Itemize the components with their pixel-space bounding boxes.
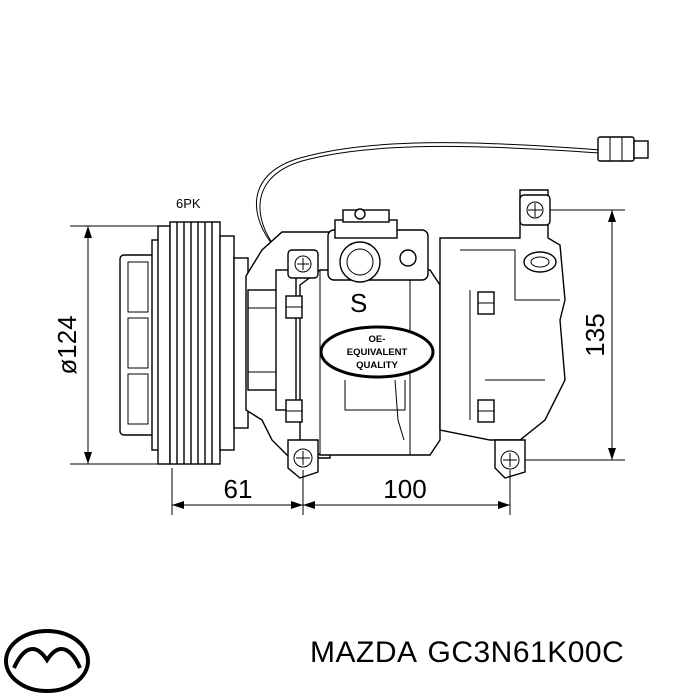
- dimension-diameter: ø124: [52, 225, 160, 465]
- mount-ear-top-left: [287, 249, 319, 279]
- footer-caption: MAZDA GC3N61K00C: [310, 636, 634, 670]
- mount-ear-top-right: [519, 194, 551, 226]
- dimension-bottom: 61 100: [171, 468, 511, 515]
- pulley: [119, 221, 249, 465]
- badge-line-3: QUALITY: [356, 360, 398, 371]
- clutch-symbol: S: [350, 288, 367, 318]
- offset-label: 61: [224, 474, 253, 504]
- badge-line-1: OE-: [369, 334, 386, 345]
- belt-type-label: 6PK: [176, 196, 201, 211]
- top-port: [327, 208, 429, 283]
- brand-name: MAZDA: [310, 636, 418, 669]
- rear-housing: [439, 189, 566, 441]
- wire-connector: [597, 136, 649, 162]
- height-label: 135: [580, 313, 610, 356]
- bolt-heads: [285, 291, 495, 423]
- dimension-height: 135: [525, 209, 625, 461]
- mount-ear-bottom-left: [287, 439, 319, 479]
- diameter-label: ø124: [52, 315, 82, 374]
- mount-ear-bottom-right: [494, 439, 526, 479]
- part-number: GC3N61K00C: [427, 636, 625, 669]
- badge-line-2: EQUIVALENT: [347, 347, 408, 358]
- spacing-label: 100: [383, 474, 426, 504]
- oe-quality-badge: OE- EQUIVALENT QUALITY: [319, 325, 435, 379]
- mazda-logo-icon: [4, 629, 90, 693]
